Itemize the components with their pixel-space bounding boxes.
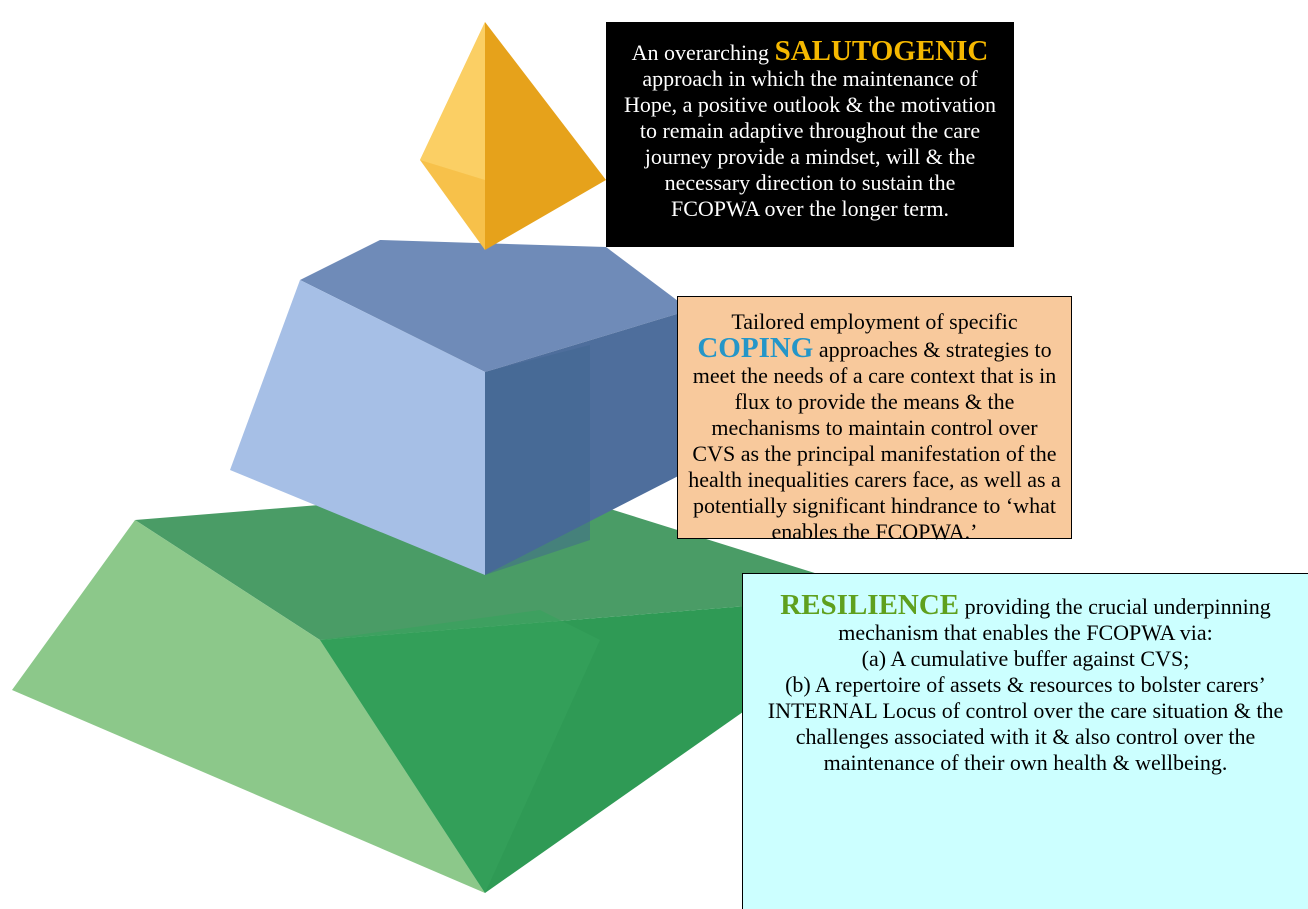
resilience-text: providing the crucial underpinning mecha… — [838, 594, 1271, 645]
top-tier-light-face — [420, 22, 485, 180]
coping-description-box: Tailored employment of specific COPING a… — [677, 296, 1072, 544]
middle-tier-top-face — [300, 240, 690, 372]
bottom-tier-left-face — [12, 520, 485, 893]
bottom-tier-shade — [320, 610, 600, 893]
top-tier-right-face — [485, 22, 606, 250]
coping-prefix: Tailored employment of specific — [731, 309, 1018, 334]
middle-tier-left-face — [230, 280, 485, 575]
resilience-point-b: (b) A repertoire of assets & resources t… — [767, 672, 1284, 775]
resilience-description-box: RESILIENCE providing the crucial underpi… — [742, 573, 1308, 909]
salutogenic-keyword: SALUTOGENIC — [774, 35, 989, 67]
salutogenic-prefix: An overarching — [631, 40, 775, 65]
resilience-keyword: RESILIENCE — [780, 589, 960, 621]
salutogenic-text: approach in which the maintenance of Hop… — [623, 66, 997, 221]
salutogenic-description-box: An overarching SALUTOGENIC approach in w… — [606, 22, 1014, 247]
resilience-point-a: (a) A cumulative buffer against CVS; — [861, 646, 1190, 671]
middle-tier-inner-shade — [485, 345, 590, 575]
coping-keyword: COPING — [697, 332, 814, 364]
middle-blue-tier — [230, 240, 690, 575]
coping-text: approaches & strategies to meet the need… — [688, 337, 1061, 544]
top-gold-tier — [420, 22, 606, 250]
